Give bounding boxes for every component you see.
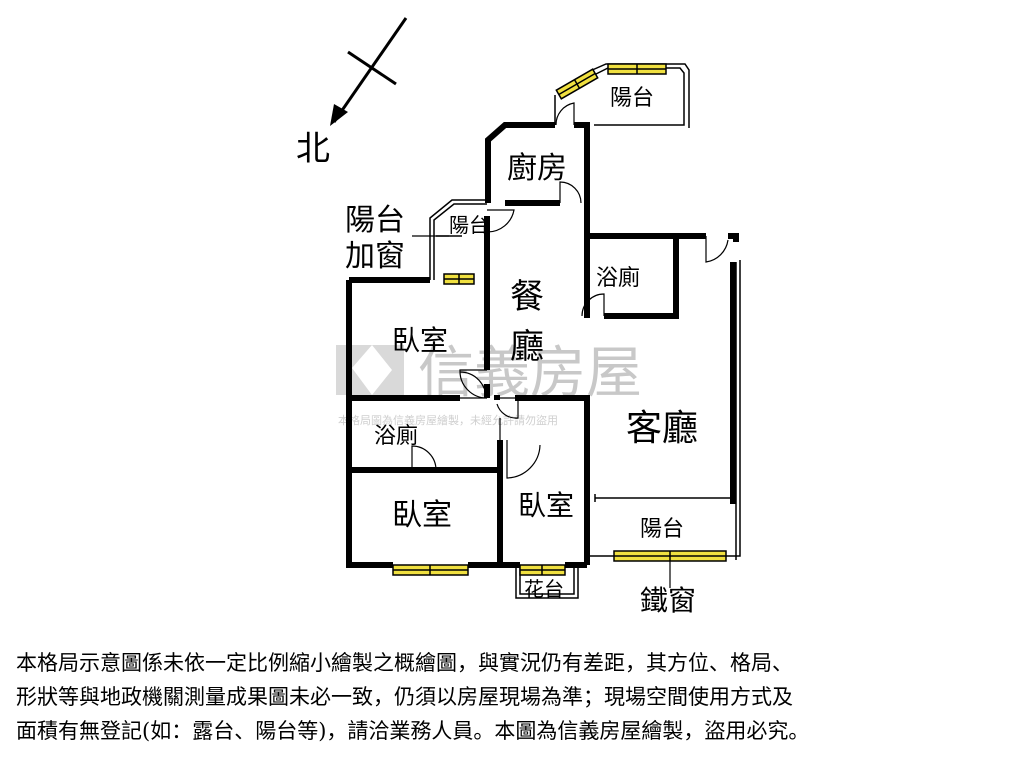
label-bedroom-upper: 臥室 — [392, 324, 448, 357]
label-balcony-top: 陽台 — [610, 86, 654, 111]
label-kitchen: 廚房 — [507, 151, 567, 186]
floor-plan: 信義房屋 本格局圖為信義房屋繪製，未經允許請勿盜用 北 — [296, 17, 741, 617]
disclaimer-line-3: 面積有無登記(如：露台、陽台等)，請洽業務人員。本圖為信義房屋繪製，盜用必究。 — [16, 719, 810, 743]
disclaimer: 本格局示意圖係未依一定比例縮小繪製之概繪圖，與實況仍有差距，其方位、格局、 形狀… — [16, 646, 1008, 748]
label-planter: 花台 — [524, 577, 564, 601]
thin-walls — [429, 63, 741, 599]
watermark-notice: 本格局圖為信義房屋繪製，未經允許請勿盜用 — [338, 413, 558, 427]
watermark-logo-icon — [336, 345, 372, 395]
room-labels: 陽台 廚房 陽台 陽台 加窗 浴廁 餐 廳 臥室 客廳 浴廁 臥室 臥室 陽台 … — [345, 86, 698, 617]
disclaimer-line-1: 本格局示意圖係未依一定比例縮小繪製之概繪圖，與實況仍有差距，其方位、格局、 — [16, 651, 793, 675]
label-bedroom-middle: 臥室 — [518, 489, 574, 522]
north-arrow: 北 — [296, 17, 408, 169]
label-living: 客廳 — [626, 408, 698, 449]
label-bath-left: 浴廁 — [374, 424, 418, 449]
label-dining-2: 廳 — [510, 327, 544, 367]
leader-lines — [412, 235, 671, 588]
label-iron-window: 鐵窗 — [640, 584, 696, 617]
north-label: 北 — [296, 129, 330, 169]
label-balcony-window-note-1: 陽台 — [345, 203, 405, 238]
label-balcony-window-note-2: 加窗 — [345, 239, 405, 274]
label-dining-1: 餐 — [510, 277, 544, 317]
label-balcony-small-1: 陽台 — [449, 213, 489, 237]
disclaimer-line-2: 形狀等與地政機關測量成果圖未必一致，仍須以房屋現場為準；現場空間使用方式及 — [16, 685, 793, 709]
label-bath-right: 浴廁 — [596, 266, 640, 291]
doors — [411, 102, 729, 479]
walls — [346, 122, 739, 568]
label-balcony-bottom: 陽台 — [640, 517, 684, 542]
label-bedroom-lower-left: 臥室 — [392, 498, 452, 533]
windows — [392, 63, 727, 576]
